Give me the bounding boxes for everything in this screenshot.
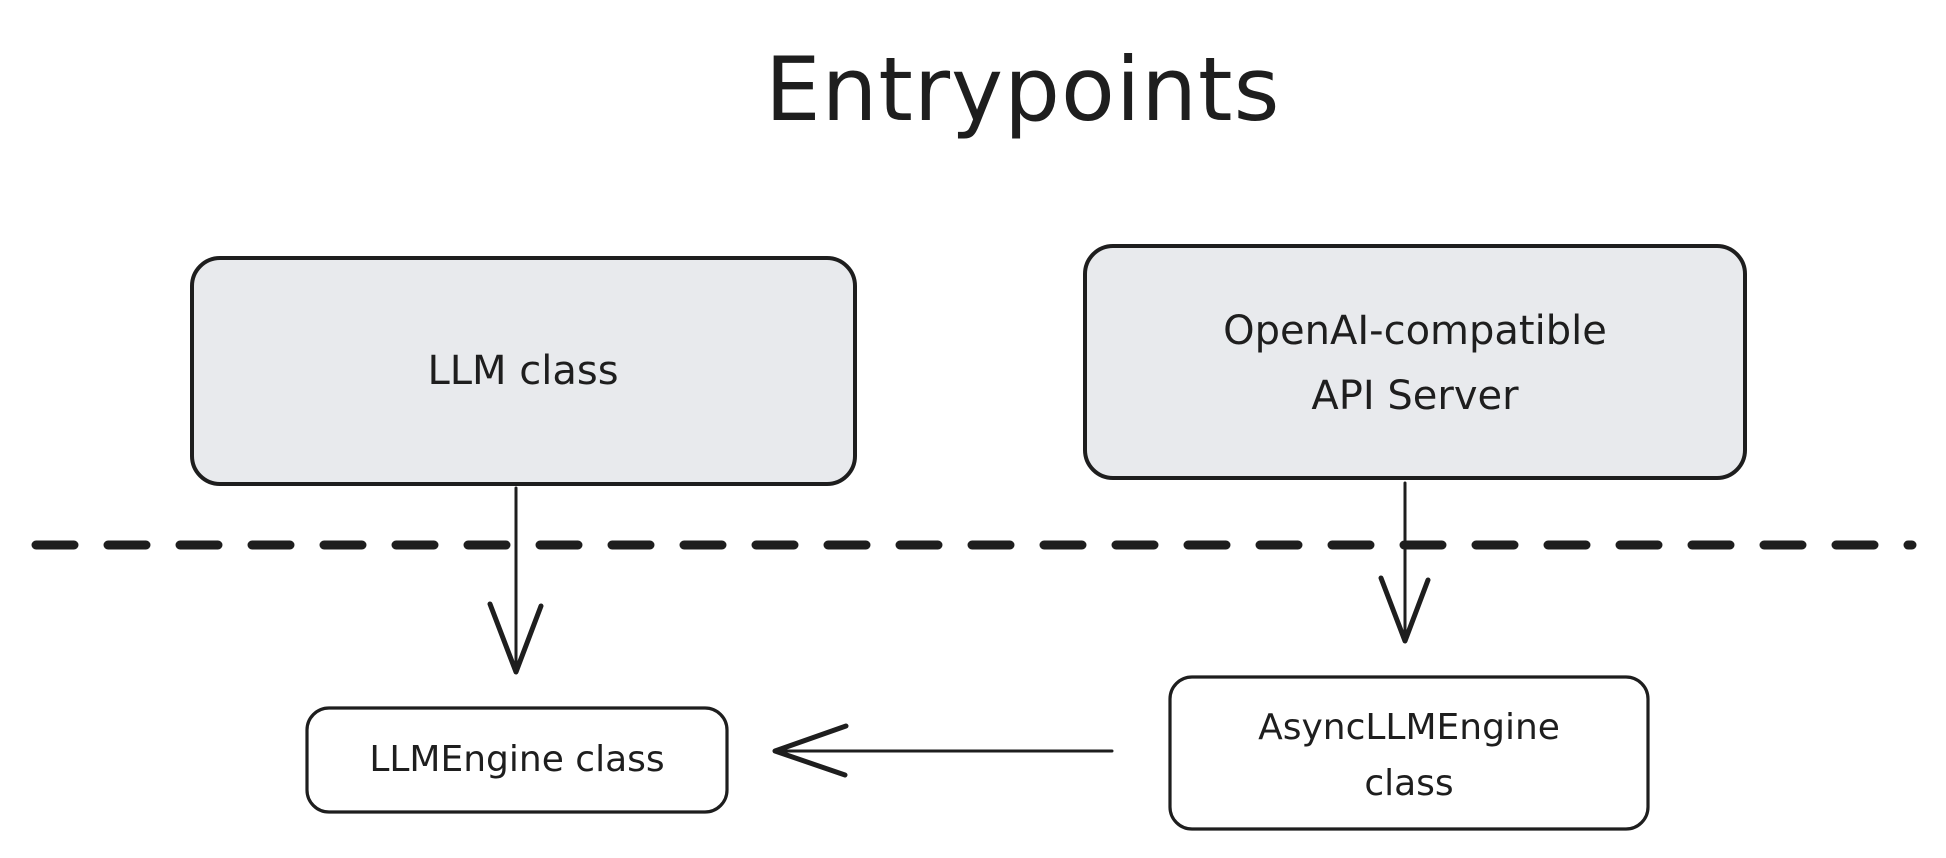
node-llmengine-class-label: LLMEngine class [369,739,664,780]
node-asyncllmengine-class-shape[interactable] [1168,675,1650,831]
node-asyncllmengine-class[interactable]: AsyncLLMEngine class [1168,675,1650,831]
node-llmengine-class-shape[interactable] [305,706,729,814]
node-asyncllmengine-class-label-line2: class [1364,763,1453,804]
node-llm-class[interactable]: LLM class [190,256,857,486]
edge-asyncllmengine-to-llmengine [772,723,1114,778]
node-llm-class-label: LLM class [427,348,618,394]
node-asyncllmengine-class-label-line1: AsyncLLMEngine [1258,707,1560,748]
arrowhead-left-icon [772,723,849,778]
node-openai-api-server[interactable]: OpenAI-compatible API Server [1083,244,1747,480]
node-llmengine-class[interactable]: LLMEngine class [305,706,729,814]
edge-server-to-asyncllmengine [1378,481,1431,644]
arrowhead-down-icon [487,601,544,675]
edge-llm-to-llmengine [487,486,544,675]
arrowhead-down-icon [1378,575,1431,644]
node-openai-api-server-label-line1: OpenAI-compatible [1223,308,1607,354]
node-llm-class-shape[interactable] [190,256,857,486]
page-title: Entrypoints [765,38,1280,141]
node-openai-api-server-shape[interactable] [1083,244,1747,480]
node-openai-api-server-label-line2: API Server [1311,373,1519,419]
